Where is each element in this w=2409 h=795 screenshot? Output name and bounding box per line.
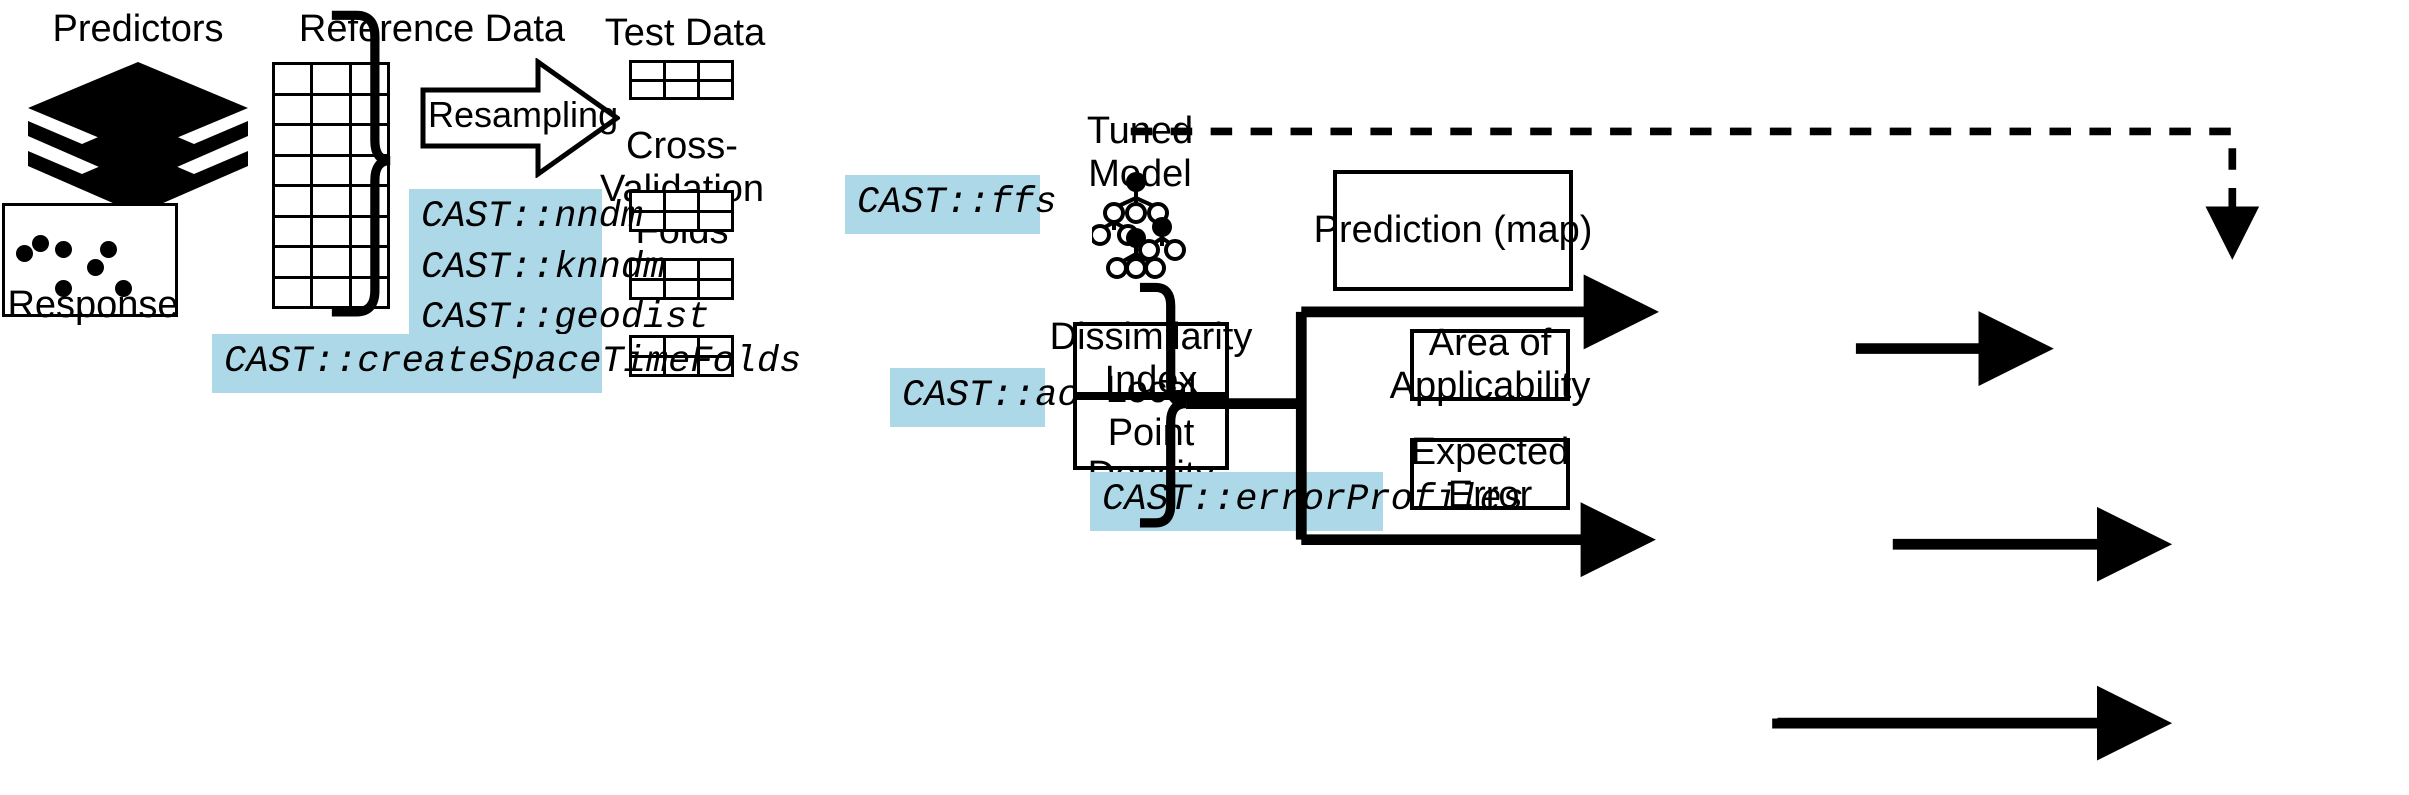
grid-cell: [700, 81, 731, 97]
grid-cell: [666, 261, 697, 278]
grid-cell: [313, 248, 349, 276]
grid-cell: [666, 338, 697, 355]
response-point: [55, 280, 72, 297]
grid-cell: [700, 338, 731, 355]
cv-fold-grid: [629, 190, 734, 232]
grid-cell: [632, 338, 663, 355]
response-point: [32, 235, 49, 252]
grid-cell: [275, 217, 311, 245]
expected-error-label: Expected Error: [1410, 431, 1570, 516]
chip-cast-aoa[interactable]: CAST::aoa: [890, 368, 1102, 427]
grid-cell: [313, 278, 349, 306]
area-of-applicability-box: Area of Applicability: [1390, 322, 1591, 407]
grid-cell: [275, 95, 311, 123]
grid-cell: [351, 217, 387, 245]
chip-cast-createspacetimefolds[interactable]: CAST::createSpaceTimeFolds: [212, 334, 801, 393]
response-point: [115, 280, 132, 297]
grid-cell: [700, 193, 731, 210]
grid-cell: [666, 193, 697, 210]
prediction-map-box: Prediction (map): [1314, 170, 1592, 291]
response-point: [55, 241, 72, 258]
grid-cell: [313, 217, 349, 245]
test-data-title: Test Data: [604, 12, 766, 54]
reference-data-grid: [272, 62, 390, 309]
response-box: Response: [2, 203, 179, 326]
grid-cell: [666, 212, 697, 229]
grid-cell: [275, 278, 311, 306]
grid-cell: [275, 248, 311, 276]
grid-cell: [351, 278, 387, 306]
decision-tree-icon: [1092, 172, 1186, 279]
response-point: [16, 245, 33, 262]
grid-cell: [632, 261, 663, 278]
grid-cell: [700, 63, 731, 79]
grid-cell: [700, 280, 731, 297]
response-label: Response: [7, 284, 179, 326]
grid-cell: [351, 95, 387, 123]
test-data-grid: [629, 60, 734, 100]
arrow-lpd-to-expected-error: [1772, 685, 2173, 761]
grid-cell: [275, 65, 311, 93]
chip-cast-nndm[interactable]: CAST::nndm: [409, 189, 643, 248]
cv-fold-grid: [629, 258, 734, 300]
grid-cell: [666, 63, 697, 79]
grid-cell: [700, 357, 731, 374]
response-scatter: [5, 206, 175, 314]
grid-cell: [632, 357, 663, 374]
grid-cell: [700, 212, 731, 229]
prediction-map-label: Prediction (map): [1313, 209, 1593, 252]
grid-cell: [632, 193, 663, 210]
grid-cell: [351, 187, 387, 215]
grid-cell: [632, 81, 663, 97]
grid-cell: [700, 261, 731, 278]
grid-cell: [632, 280, 663, 297]
chip-cast-ffs[interactable]: CAST::ffs: [845, 175, 1057, 234]
grid-cell: [313, 156, 349, 184]
grid-cell: [313, 187, 349, 215]
cv-fold-grid: [629, 335, 734, 377]
grid-cell: [313, 65, 349, 93]
grid-cell: [666, 81, 697, 97]
grid-cell: [351, 156, 387, 184]
grid-cell: [275, 156, 311, 184]
grid-cell: [632, 212, 663, 229]
response-point: [100, 241, 117, 258]
chip-cast-errorprofiles[interactable]: CAST::errorProfiles: [1090, 472, 1524, 531]
area-of-applicability-label: Area of Applicability: [1389, 322, 1591, 407]
grid-cell: [666, 357, 697, 374]
grid-cell: [666, 280, 697, 297]
local-point-density-box: Local Point Density: [1073, 369, 1229, 496]
predictors-title: Predictors: [52, 8, 224, 50]
response-point: [87, 259, 104, 276]
resampling-label: Resampling: [428, 94, 619, 135]
grid-cell: [632, 63, 663, 79]
grid-cell: [351, 248, 387, 276]
reference-data-title: Reference Data: [298, 8, 566, 50]
resampling-arrow-shape: [420, 58, 620, 178]
grid-cell: [313, 95, 349, 123]
dashed-testdata-to-prediction: [1130, 127, 2260, 260]
expected-error-box: Expected Error: [1410, 431, 1570, 516]
grid-cell: [351, 65, 387, 93]
grid-cell: [351, 126, 387, 154]
grid-cell: [275, 126, 311, 154]
chip-cast-knndm[interactable]: CAST::knndm: [409, 240, 665, 299]
grid-cell: [275, 187, 311, 215]
grid-cell: [313, 126, 349, 154]
stacked-layers-icon: [28, 62, 248, 210]
